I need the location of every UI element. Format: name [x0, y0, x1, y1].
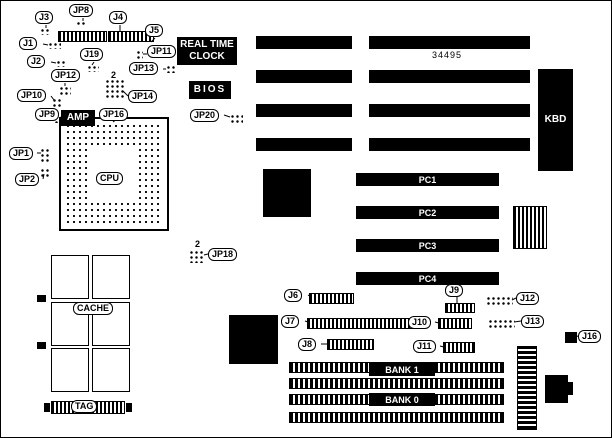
- callout-jp14: JP14: [128, 90, 158, 103]
- jumper-jp2: [39, 167, 49, 179]
- cache-chip-1: [51, 255, 89, 299]
- callout-tag: TAG: [71, 400, 98, 413]
- isa-slot-3-left: [256, 104, 352, 117]
- cache-chip-2: [92, 255, 130, 299]
- cache-chip-5: [51, 348, 89, 392]
- pc4-slot: PC4: [356, 272, 499, 285]
- amp-chip: AMP: [61, 110, 95, 126]
- cache-chip-6: [92, 348, 130, 392]
- callout-j7: J7: [281, 315, 300, 328]
- callout-j12: J12: [516, 292, 540, 305]
- isa-slot-4-left: [256, 138, 352, 151]
- jumper-jp13: [165, 64, 177, 73]
- jumper-j12: [485, 295, 513, 307]
- connector-top-left: [58, 31, 107, 42]
- jumper-jp10: [51, 97, 63, 107]
- jumper-jp14: [104, 78, 124, 100]
- callout-jp1: JP1: [9, 147, 34, 160]
- jp18-pin-number: 2: [195, 239, 201, 249]
- tag-end-right: [126, 403, 132, 412]
- isa-slot-4-right: [369, 138, 530, 151]
- callout-jp20: JP20: [190, 109, 220, 122]
- callout-j4: J4: [109, 11, 128, 24]
- rtc-chip: REAL TIME CLOCK: [177, 37, 237, 65]
- callout-jp9: JP9: [35, 108, 60, 121]
- power-connector: [517, 346, 537, 430]
- rtc-label-line1: REAL TIME: [180, 39, 234, 50]
- kbd-connector: KBD: [538, 69, 573, 171]
- callout-j10: J10: [408, 316, 432, 329]
- connector-j6: [309, 293, 354, 304]
- isa-slot-2-left: [256, 70, 352, 83]
- callout-j6: J6: [284, 289, 303, 302]
- callout-jp10: JP10: [17, 89, 47, 102]
- isa-slot-2-right: [369, 70, 530, 83]
- jumper-j2: [55, 59, 67, 67]
- callout-j13: J13: [521, 315, 545, 328]
- callout-jp2: JP2: [15, 173, 40, 186]
- callout-j5: J5: [145, 24, 164, 37]
- small-part-2: [37, 342, 46, 349]
- connector-j7: [307, 318, 415, 329]
- isa-slot-1-right: [369, 36, 530, 49]
- callout-cpu: CPU: [96, 172, 124, 185]
- part-number: 34495: [432, 50, 463, 60]
- connector-j16: [565, 332, 577, 343]
- bios-chip: BIOS: [189, 81, 231, 99]
- callout-jp12: JP12: [51, 69, 81, 82]
- callout-j9: J9: [445, 284, 464, 297]
- rtc-label-line2: CLOCK: [189, 51, 225, 62]
- callout-j8: J8: [298, 338, 317, 351]
- isa-slot-1-left: [256, 36, 352, 49]
- striped-chip-right: [513, 206, 547, 249]
- bottom-right-chip: [545, 375, 568, 403]
- jumper-jp20: [229, 113, 243, 123]
- bottom-right-chip-tab: [568, 382, 573, 395]
- callout-j16: J16: [578, 330, 602, 343]
- callout-jp11: JP11: [147, 45, 176, 58]
- callout-j3: J3: [35, 11, 54, 24]
- callout-jp16: JP16: [99, 108, 129, 121]
- jumper-j19: [86, 64, 99, 72]
- connector-j9: [445, 303, 475, 313]
- connector-j11: [443, 342, 475, 353]
- jumper-jp18: [188, 249, 205, 263]
- callout-jp18: JP18: [208, 248, 238, 261]
- tag-end-left: [44, 403, 50, 412]
- simm-socket-4: [289, 412, 504, 423]
- jp14-pin-number: 2: [111, 70, 117, 80]
- callout-j11: J11: [413, 340, 436, 353]
- callout-cache: CACHE: [73, 302, 114, 315]
- connector-j10: [438, 318, 472, 329]
- jumper-j1: [47, 41, 61, 49]
- bank0-label: BANK 0: [369, 393, 435, 406]
- callout-j19: J19: [80, 48, 104, 61]
- jumper-jp11: [135, 49, 143, 59]
- pc1-slot: PC1: [356, 173, 499, 186]
- isa-slot-3-right: [369, 104, 530, 117]
- callout-j1: J1: [19, 37, 38, 50]
- jumper-j3: [39, 27, 51, 35]
- callout-j2: J2: [27, 55, 46, 68]
- jumper-jp12: [58, 85, 71, 96]
- qfp-chip-2: [229, 315, 278, 364]
- pc3-slot: PC3: [356, 239, 499, 252]
- jumper-jp8: [75, 20, 87, 27]
- jumper-j13: [487, 318, 515, 329]
- qfp-chip-1: [263, 169, 311, 217]
- simm-socket-2: [289, 378, 504, 389]
- jumper-jp1: [39, 147, 49, 163]
- connector-j8: [327, 339, 374, 350]
- callout-jp8: JP8: [69, 4, 94, 17]
- callout-jp13: JP13: [129, 62, 159, 75]
- pc2-slot: PC2: [356, 206, 499, 219]
- bank1-label: BANK 1: [369, 363, 435, 376]
- small-part-1: [37, 295, 46, 302]
